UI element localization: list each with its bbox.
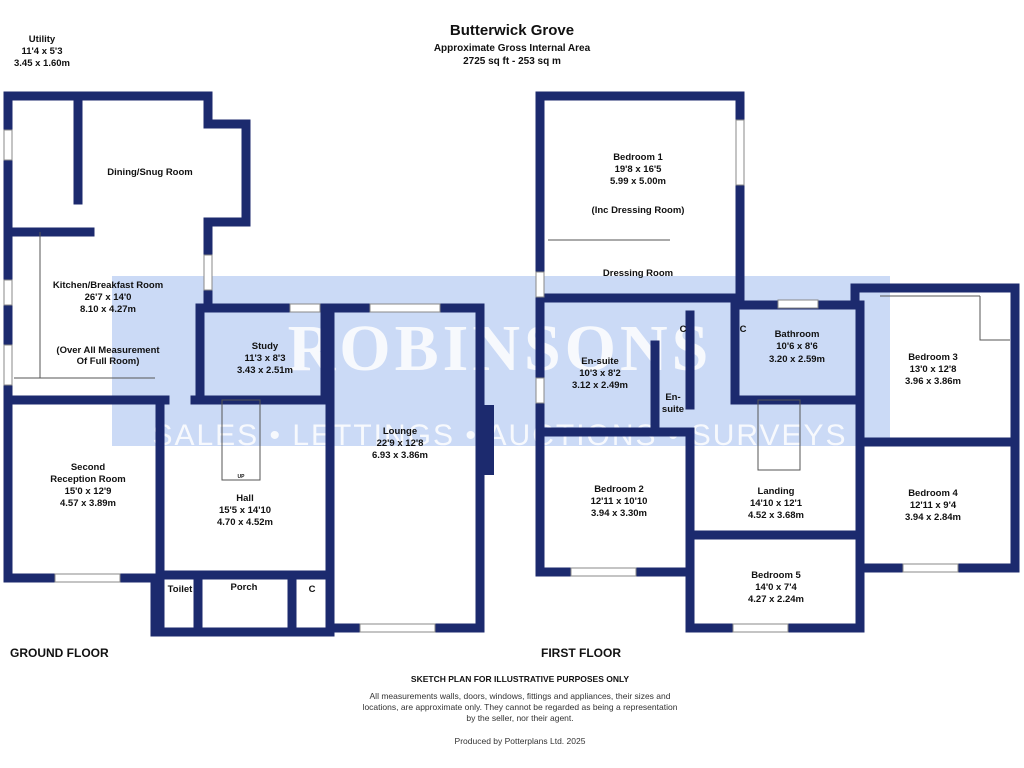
svg-text:14'0 x 7'4: 14'0 x 7'4	[755, 582, 797, 593]
room-ensuite-2: En- suite	[662, 392, 684, 415]
room-bedroom-3: Bedroom 3 13'0 x 12'8 3.96 x 3.86m	[905, 352, 961, 387]
first-floor-label: FIRST FLOOR	[541, 646, 621, 660]
svg-text:En-: En-	[665, 392, 680, 403]
area-label: Approximate Gross Internal Area	[433, 43, 591, 54]
svg-text:Bedroom 2: Bedroom 2	[594, 484, 644, 495]
room-kitchen: Kitchen/Breakfast Room 26'7 x 14'0 8.10 …	[53, 280, 163, 367]
svg-text:3.94 x 3.30m: 3.94 x 3.30m	[591, 508, 647, 519]
svg-text:14'10 x 12'1: 14'10 x 12'1	[750, 498, 803, 509]
room-second-reception: Second Reception Room 15'0 x 12'9 4.57 x…	[50, 462, 125, 509]
credit: Produced by Potterplans Ltd. 2025	[454, 736, 586, 746]
room-hall: Hall 15'5 x 14'10 4.70 x 4.52m	[217, 493, 273, 528]
svg-text:Utility: Utility	[29, 34, 56, 45]
svg-text:12'11 x 9'4: 12'11 x 9'4	[910, 500, 957, 511]
svg-text:4.27 x 2.24m: 4.27 x 2.24m	[748, 594, 804, 605]
room-bedroom-1: Bedroom 1 19'8 x 16'5 5.99 x 5.00m (Inc …	[592, 152, 685, 216]
room-porch: Porch	[231, 582, 258, 593]
room-bedroom-5: Bedroom 5 14'0 x 7'4 4.27 x 2.24m	[748, 570, 804, 605]
svg-text:11'3 x 8'3: 11'3 x 8'3	[245, 353, 286, 364]
svg-text:19'8 x 16'5: 19'8 x 16'5	[615, 164, 662, 175]
svg-text:4.52 x 3.68m: 4.52 x 3.68m	[748, 510, 804, 521]
first-floor-walls	[535, 91, 1020, 633]
svg-text:3.45 x 1.60m: 3.45 x 1.60m	[14, 58, 70, 69]
svg-text:Lounge: Lounge	[383, 426, 417, 437]
ground-floor-label: GROUND FLOOR	[10, 646, 109, 660]
svg-text:Bedroom 4: Bedroom 4	[908, 488, 958, 499]
svg-text:Dining/Snug Room: Dining/Snug Room	[107, 167, 193, 178]
room-lounge: Lounge 22'9 x 12'8 6.93 x 3.86m	[372, 426, 428, 461]
sketch-notice: SKETCH PLAN FOR ILLUSTRATIVE PURPOSES ON…	[410, 674, 630, 684]
svg-text:suite: suite	[662, 404, 684, 415]
svg-text:22'9 x 12'8: 22'9 x 12'8	[377, 438, 424, 449]
svg-text:3.96 x 3.86m: 3.96 x 3.86m	[905, 376, 961, 387]
room-toilet: Toilet	[168, 584, 193, 595]
svg-text:3.20 x 2.59m: 3.20 x 2.59m	[769, 354, 825, 365]
room-cupboard-1: C	[680, 324, 687, 335]
room-bedroom-2: Bedroom 2 12'11 x 10'10 3.94 x 3.30m	[591, 484, 648, 519]
room-study: Study 11'3 x 8'3 3.43 x 2.51m	[237, 341, 293, 376]
svg-text:26'7 x 14'0: 26'7 x 14'0	[85, 292, 132, 303]
svg-text:Reception Room: Reception Room	[50, 474, 125, 485]
svg-text:Landing: Landing	[758, 486, 795, 497]
svg-text:10'6 x 8'6: 10'6 x 8'6	[776, 341, 818, 352]
svg-text:4.57 x 3.89m: 4.57 x 3.89m	[60, 498, 116, 509]
svg-text:11'4 x 5'3: 11'4 x 5'3	[22, 46, 63, 57]
svg-text:10'3 x 8'2: 10'3 x 8'2	[579, 368, 621, 379]
svg-text:Of Full Room): Of Full Room)	[77, 356, 140, 367]
room-dressing: Dressing Room	[603, 268, 673, 279]
svg-text:Kitchen/Breakfast Room: Kitchen/Breakfast Room	[53, 280, 163, 291]
room-cupboard-2: C	[740, 324, 747, 335]
svg-text:Bedroom 1: Bedroom 1	[613, 152, 663, 163]
stairs-up-label: UP	[238, 474, 246, 480]
svg-text:3.43 x 2.51m: 3.43 x 2.51m	[237, 365, 293, 376]
room-bathroom: Bathroom 10'6 x 8'6 3.20 x 2.59m	[769, 329, 825, 365]
svg-text:Bathroom: Bathroom	[775, 329, 820, 340]
room-bedroom-4: Bedroom 4 12'11 x 9'4 3.94 x 2.84m	[905, 488, 961, 523]
room-dining: Dining/Snug Room	[107, 167, 193, 178]
svg-text:3.94 x 2.84m: 3.94 x 2.84m	[905, 512, 961, 523]
room-utility: Utility 11'4 x 5'3 3.45 x 1.60m	[14, 34, 70, 69]
svg-text:Second: Second	[71, 462, 106, 473]
svg-text:Hall: Hall	[236, 493, 253, 504]
plan-title: Butterwick Grove	[449, 22, 575, 39]
svg-text:12'11 x 10'10: 12'11 x 10'10	[591, 496, 648, 507]
svg-text:4.70 x 4.52m: 4.70 x 4.52m	[217, 517, 273, 528]
svg-text:En-suite: En-suite	[581, 356, 618, 367]
disclaimer: All measurements walls, doors, windows, …	[362, 691, 678, 723]
room-landing: Landing 14'10 x 12'1 4.52 x 3.68m	[748, 486, 804, 521]
svg-text:Study: Study	[252, 341, 279, 352]
svg-text:15'5 x 14'10: 15'5 x 14'10	[219, 505, 271, 516]
svg-text:(Inc Dressing Room): (Inc Dressing Room)	[592, 205, 685, 216]
watermark-brand: ROBINSONS	[288, 312, 713, 385]
area-value: 2725 sq ft - 253 sq m	[463, 56, 561, 67]
svg-text:(Over All Measurement: (Over All Measurement	[56, 345, 160, 356]
svg-text:Bedroom 5: Bedroom 5	[751, 570, 801, 581]
room-ensuite-1: En-suite 10'3 x 8'2 3.12 x 2.49m	[572, 356, 628, 391]
svg-text:3.12 x 2.49m: 3.12 x 2.49m	[572, 380, 628, 391]
svg-text:8.10 x 4.27m: 8.10 x 4.27m	[80, 304, 136, 315]
svg-text:15'0 x 12'9: 15'0 x 12'9	[65, 486, 112, 497]
svg-text:Bedroom 3: Bedroom 3	[908, 352, 958, 363]
svg-text:6.93 x 3.86m: 6.93 x 3.86m	[372, 450, 428, 461]
svg-text:13'0 x 12'8: 13'0 x 12'8	[910, 364, 957, 375]
room-cupboard: C	[309, 584, 316, 595]
svg-text:5.99 x 5.00m: 5.99 x 5.00m	[610, 176, 666, 187]
ground-floor-walls	[3, 91, 494, 637]
watermark-tagline: SALES • LETTINGS • AUCTIONS • SURVEYS	[152, 419, 847, 452]
